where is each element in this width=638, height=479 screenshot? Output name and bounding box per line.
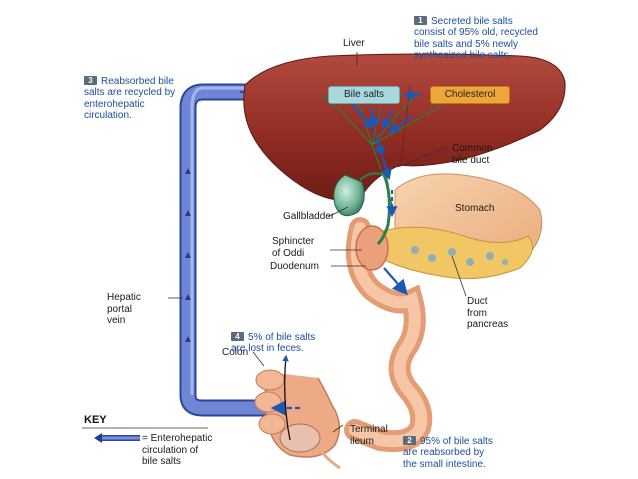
step-1-badge: 1 <box>414 15 427 25</box>
intestine-flow-arrows <box>270 267 408 416</box>
key-arrow-swatch <box>94 433 140 443</box>
bile-flow-arrows <box>351 89 420 218</box>
leader-lines <box>168 52 467 433</box>
fecal-loss-arrow <box>282 354 291 441</box>
label-common-bile-duct: Common bile duct <box>452 143 493 166</box>
label-terminal-ileum: Terminal ileum <box>350 424 388 447</box>
step-2-text: 95% of bile salts are reabsorbed by the … <box>403 435 493 470</box>
label-gallbladder: Gallbladder <box>283 211 335 222</box>
bile-salts-pill: Bile salts <box>328 86 400 104</box>
step-2-badge: 2 <box>403 435 416 445</box>
label-duodenum: Duodenum <box>270 261 319 272</box>
label-hepatic-portal-vein: Hepatic portal vein <box>107 292 141 326</box>
liver-shape <box>243 53 566 202</box>
step-4-text: 5% of bile salts are lost in feces. <box>231 331 316 355</box>
label-liver: Liver <box>343 38 365 49</box>
label-duct-from-pancreas: Duct from pancreas <box>467 296 509 330</box>
label-colon: Colon <box>222 347 249 358</box>
label-stomach: Stomach <box>455 203 495 214</box>
gallbladder-shape <box>333 174 365 217</box>
label-sphincter-of-oddi: Sphincter of Oddi <box>272 236 315 259</box>
cholesterol-pill: Cholesterol <box>430 86 510 104</box>
hepatic-portal-vein <box>179 83 330 417</box>
step-3-text: Reabsorbed bile salts are recycled by en… <box>84 75 176 122</box>
sphincter-of-oddi-shape <box>355 225 389 271</box>
pancreas-lobules <box>411 246 508 266</box>
step-1-text: Secreted bile salts consist of 95% old, … <box>414 15 538 62</box>
key-legend-text: = Enterohepatic circulation of bile salt… <box>142 433 213 467</box>
colon-shape <box>254 369 341 470</box>
step-3-badge: 3 <box>84 75 97 85</box>
step-4-badge: 4 <box>231 331 244 341</box>
common-bile-duct-shape <box>376 174 391 246</box>
key-title: KEY <box>84 414 107 426</box>
vein-flow-arrows <box>185 168 191 342</box>
